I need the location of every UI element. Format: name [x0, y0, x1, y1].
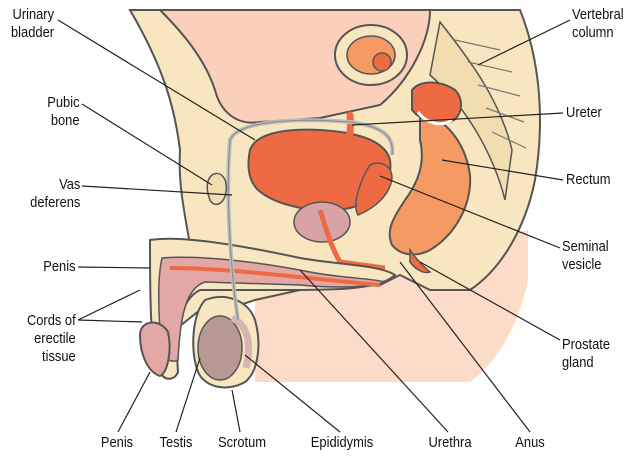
testis [198, 316, 242, 380]
label-vas-deferens: Vas deferens [30, 176, 80, 212]
sigmoid-colon [412, 83, 461, 124]
label-urethra: Urethra [419, 434, 481, 452]
label-urinary-bladder: Urinary bladder [11, 6, 54, 42]
label-testis: Testis [145, 434, 207, 452]
label-pubic-bone: Pubic bone [48, 94, 80, 130]
intestine-loop [335, 25, 407, 85]
label-scrotum: Scrotum [208, 434, 275, 452]
pubic-bone [207, 174, 226, 205]
label-epididymis: Epididymis [304, 434, 380, 452]
label-prostate-gland: Prostate gland [562, 336, 610, 372]
label-rectum: Rectum [566, 171, 610, 189]
label-ureter: Ureter [566, 104, 602, 122]
label-cords-of-erectile-tissue: Cords of erectile tissue [27, 312, 76, 366]
label-seminal-vesicle: Seminal vesicle [562, 238, 609, 274]
label-anus: Anus [504, 434, 556, 452]
label-penis-bottom: Penis [87, 434, 147, 452]
label-penis-left: Penis [44, 258, 76, 276]
penis-glans [140, 323, 170, 376]
label-vertebral-column: Vertebral column [572, 6, 624, 42]
